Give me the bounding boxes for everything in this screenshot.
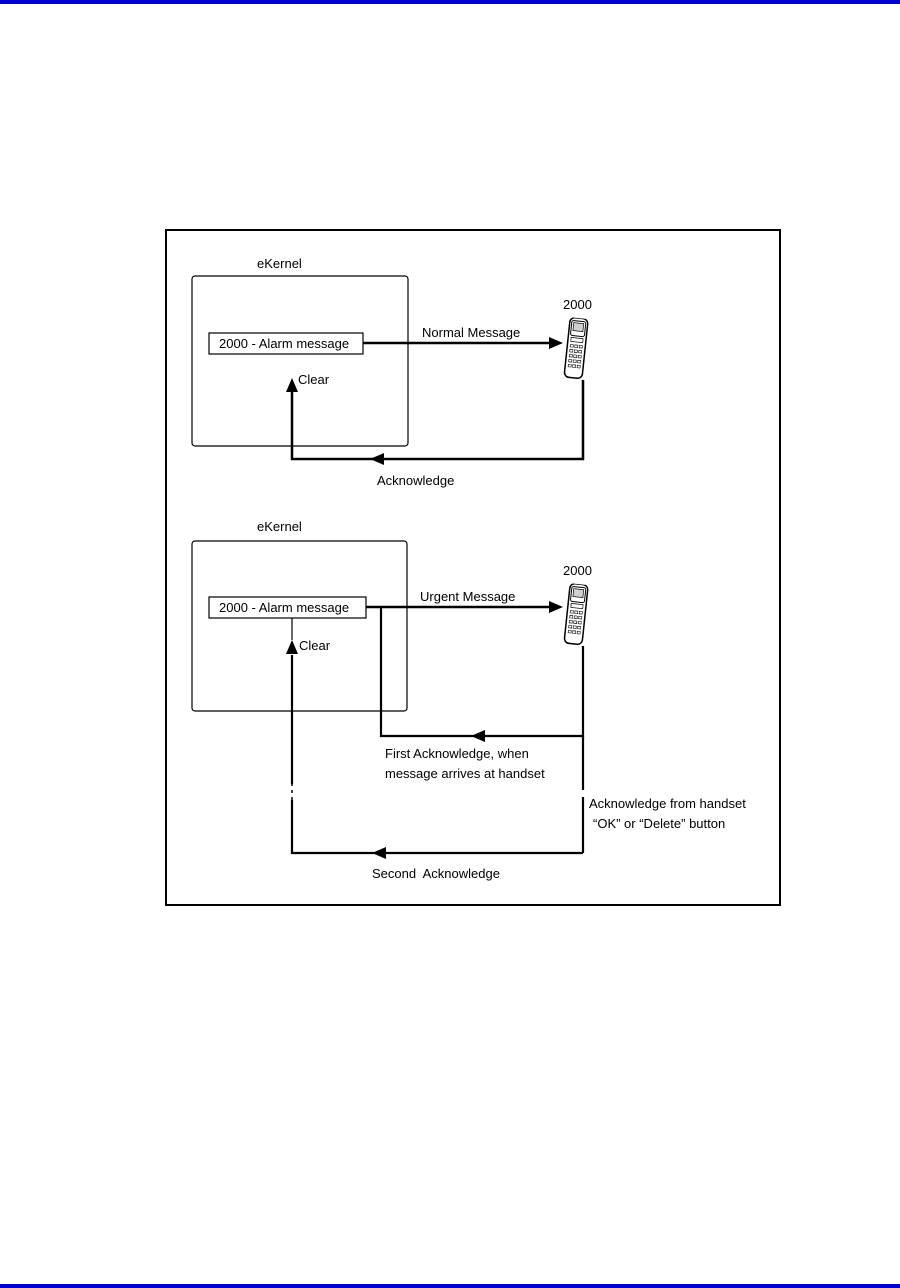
bottom-rule (0, 1284, 900, 1288)
bottom-system-label: eKernel (257, 519, 302, 534)
diagram-frame (165, 229, 781, 906)
bottom-message-label: Urgent Message (420, 589, 515, 604)
top-system-box (191, 275, 409, 447)
bottom-flow: eKernel 2000 - Alarm message 2000 Urgent… (191, 519, 746, 881)
handset-ack-label-line2: “OK” or “Delete” button (593, 816, 725, 831)
top-flow: eKernel 2000 - Alarm message 2000 Normal… (191, 256, 592, 488)
top-ack-label: Acknowledge (377, 473, 454, 488)
top-ack-arrowhead (370, 453, 384, 465)
first-ack-path (379, 607, 585, 738)
top-message-arrowhead (549, 337, 563, 349)
bottom-handset-icon (563, 582, 589, 646)
handset-ack-label-line1: Acknowledge from handset (589, 796, 746, 811)
bottom-clear-arrowhead (286, 640, 298, 654)
second-ack-path (290, 800, 583, 855)
top-system-label: eKernel (257, 256, 302, 271)
top-clear-arrowhead (286, 378, 298, 392)
bottom-message-arrowhead (549, 601, 563, 613)
bottom-clear-label: Clear (299, 638, 331, 653)
top-handset-icon (563, 316, 589, 380)
bottom-alarm-label: 2000 - Alarm message (219, 600, 349, 615)
top-message-label: Normal Message (422, 325, 520, 340)
second-ack-arrowhead (372, 847, 386, 859)
first-ack-label-line1: First Acknowledge, when (385, 746, 529, 761)
top-handset-label: 2000 (563, 297, 592, 312)
second-ack-label: Second Acknowledge (372, 866, 500, 881)
bottom-system-box (191, 540, 408, 712)
first-ack-arrowhead (471, 730, 485, 742)
first-ack-label-line2: message arrives at handset (385, 766, 545, 781)
bottom-handset-label: 2000 (563, 563, 592, 578)
top-alarm-label: 2000 - Alarm message (219, 336, 349, 351)
top-clear-label: Clear (298, 372, 330, 387)
top-ack-path (290, 380, 585, 461)
top-rule (0, 0, 900, 4)
